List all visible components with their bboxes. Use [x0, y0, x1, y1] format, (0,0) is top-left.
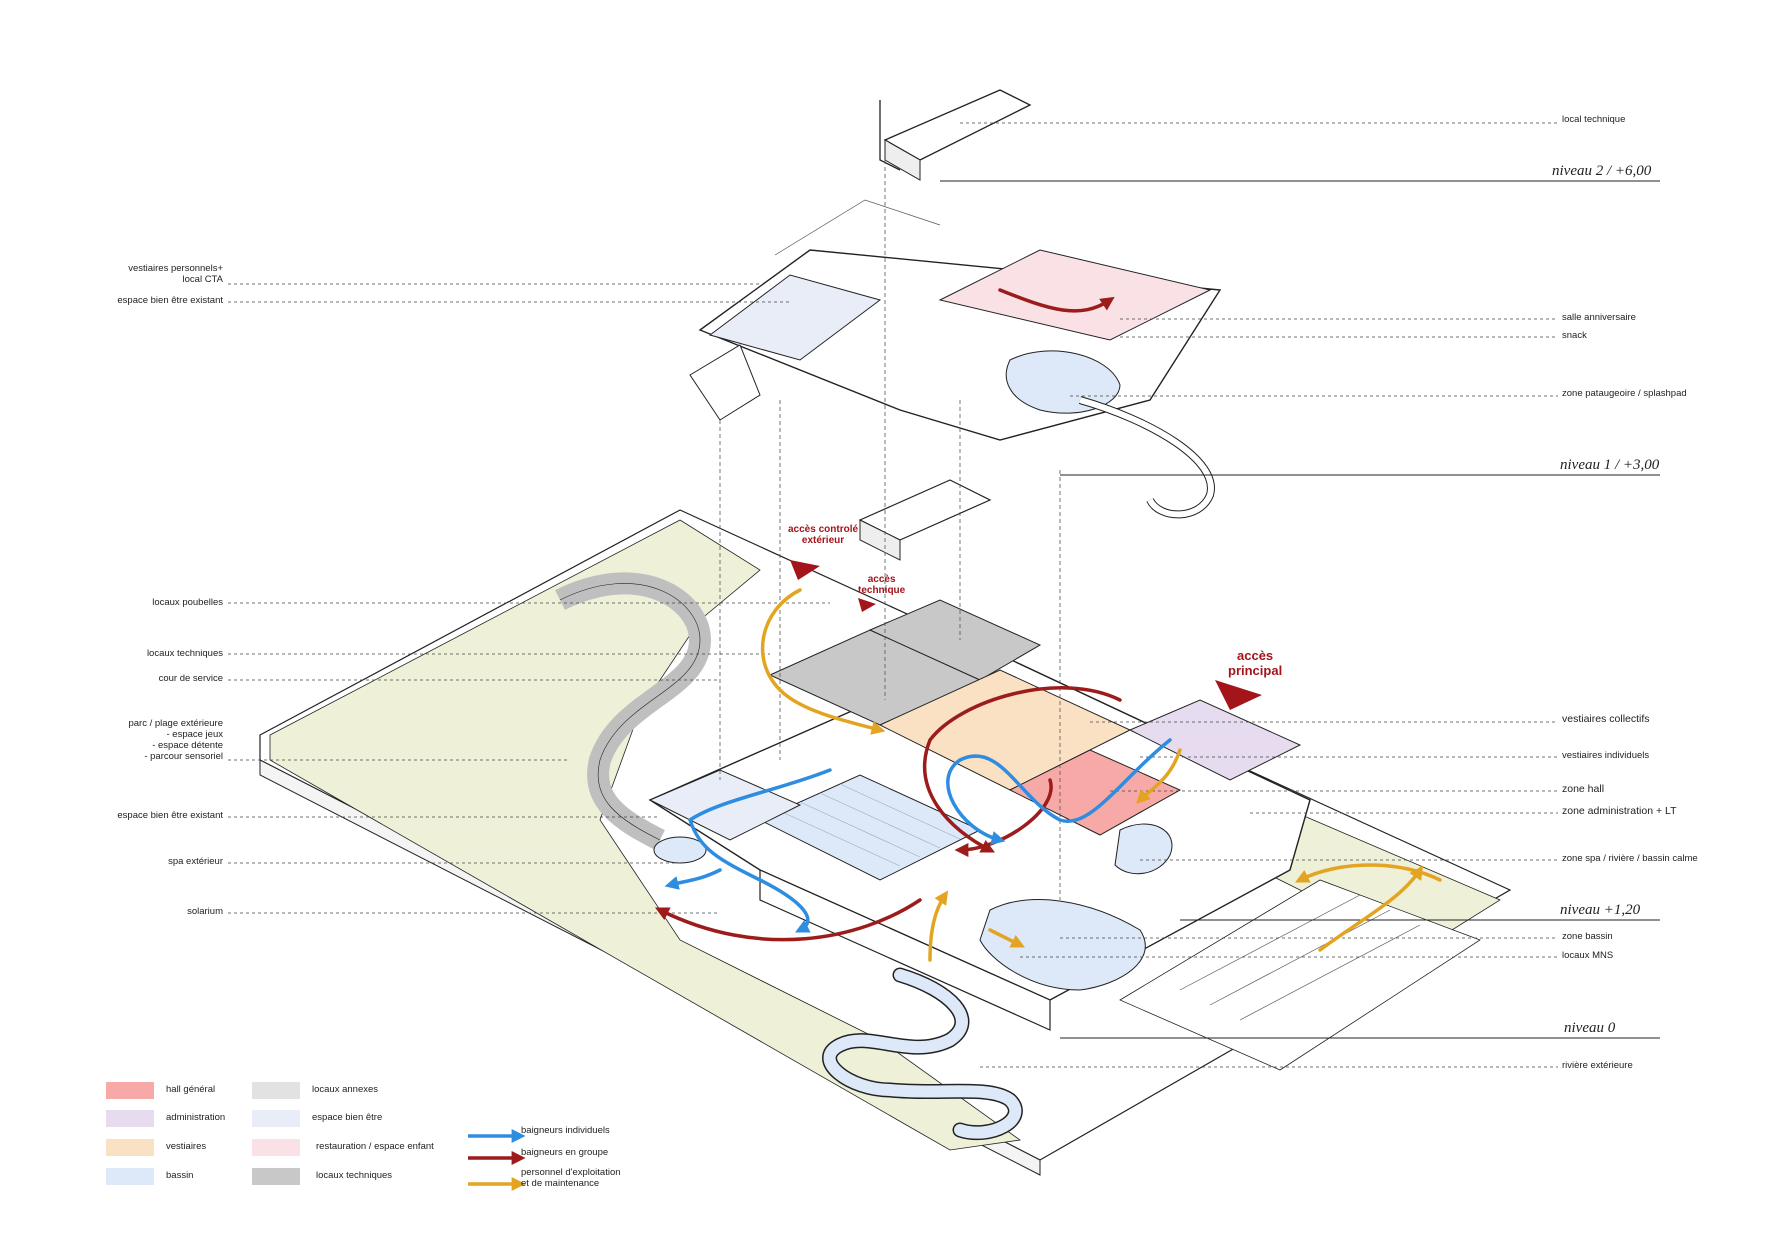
flow-individual-1	[946, 738, 1172, 845]
label-snack: snack	[1562, 330, 1587, 341]
flow-group-3	[998, 288, 1115, 313]
label-zone-hall: zone hall	[1562, 783, 1605, 795]
flow-staff-1	[760, 588, 886, 735]
legend-text-vestiaires: vestiaires	[166, 1141, 207, 1152]
flow-individual-2	[687, 768, 832, 933]
label-vestiaires-individuels: vestiaires individuels	[1562, 750, 1650, 761]
level-lines	[940, 180, 1660, 1039]
spa-pool	[1114, 823, 1173, 875]
access-triangle-technical	[858, 598, 876, 612]
legend-swatch-vestiaires	[106, 1139, 154, 1156]
annex-block-side	[859, 519, 901, 561]
label-salle-anniversaire: salle anniversaire	[1562, 312, 1636, 323]
label-zone-spa: zone spa / rivière / bassin calme	[1562, 853, 1698, 864]
flow-staff-6	[1136, 748, 1182, 804]
park-area	[269, 519, 1022, 1151]
label-zone-pataugeoire: zone pataugeoire / splashpad	[1562, 388, 1687, 399]
administration-area	[1128, 699, 1302, 781]
flow-staff-5	[988, 928, 1026, 948]
access-label-controlled: accès controlé extérieur	[788, 524, 859, 546]
legend-text-administration: administration	[166, 1112, 226, 1123]
label-espace-bien-etre-n1: espace bien être existant	[117, 295, 223, 306]
legend-swatch-locaux-techniques	[252, 1168, 300, 1185]
flows-staff	[760, 588, 1442, 962]
legend-flow-arrows	[468, 1129, 526, 1191]
legend-text-baigneurs-individuels: baigneurs individuels	[521, 1125, 610, 1136]
level-label-niveau-1: niveau 1 / +3,00	[1560, 457, 1660, 473]
flow-group-1	[923, 686, 1122, 853]
label-local-technique: local technique	[1562, 114, 1626, 125]
outdoor-spa	[653, 836, 707, 864]
legend-text-espace-bien-etre: espace bien être	[312, 1112, 383, 1123]
legend-swatch-restauration	[252, 1139, 300, 1156]
label-vestiaires-personnels: vestiaires personnels+ local CTA	[128, 263, 223, 285]
access-markers	[790, 560, 1262, 710]
label-zone-administration: zone administration + LT	[1562, 805, 1677, 817]
legend-swatch-bassin	[106, 1168, 154, 1185]
legend-swatch-administration	[106, 1110, 154, 1127]
level2-block-side	[884, 139, 921, 181]
building-level-0	[648, 479, 1311, 1031]
level1-restaurant	[938, 249, 1212, 341]
flow-group-2	[654, 898, 922, 942]
level2-wall	[879, 100, 901, 171]
flow-staff-4	[928, 890, 949, 962]
flow-staff-3	[1318, 865, 1424, 952]
level1-terrace	[689, 344, 761, 421]
legend-text-restauration: restauration / espace enfant	[316, 1141, 434, 1152]
access-triangle-main	[1215, 680, 1262, 710]
leisure-pool	[979, 899, 1146, 991]
legend-swatch-espace-bien-etre	[252, 1110, 300, 1127]
legend-text-baigneurs-groupe: baigneurs en groupe	[521, 1147, 609, 1158]
level-label-niveau-2: niveau 2 / +6,00	[1552, 163, 1652, 179]
level-label-niveau-0: niveau 0	[1564, 1020, 1616, 1036]
legend-swatch-hall	[106, 1082, 154, 1099]
splashpad	[1005, 350, 1121, 414]
access-label-technical: accès technique	[858, 574, 906, 596]
flows-individual	[664, 738, 1172, 933]
legend-text-hall: hall général	[166, 1084, 216, 1095]
legend-text-locaux-annexes: locaux annexes	[312, 1084, 379, 1095]
label-locaux-poubelles: locaux poubelles	[152, 597, 223, 608]
flow-staff-2	[1294, 863, 1442, 883]
label-solarium: solarium	[187, 906, 223, 917]
flow-individual-3	[664, 868, 722, 890]
leader-lines	[228, 122, 1558, 1068]
building-level-1	[689, 199, 1222, 519]
technical-block-2	[868, 599, 1042, 681]
projection-lines	[719, 160, 1061, 900]
label-parc-plage: parc / plage extérieure - espace jeux - …	[128, 718, 223, 762]
park-path-edge	[559, 583, 701, 841]
flow-group-4	[954, 778, 1053, 857]
level2-block	[883, 89, 1032, 161]
label-espace-bien-etre-n0: espace bien être existant	[117, 810, 223, 821]
label-zone-bassin: zone bassin	[1562, 931, 1613, 942]
label-vestiaires-collectifs: vestiaires collectifs	[1562, 713, 1650, 725]
level-label-niveau-120: niveau +1,20	[1560, 902, 1641, 918]
label-locaux-techniques: locaux techniques	[146, 648, 223, 659]
building-level-2	[879, 89, 1032, 181]
flows-group	[654, 288, 1122, 942]
level1-roof-outline	[774, 199, 941, 256]
level1-wellness	[708, 274, 882, 361]
access-triangle-controlled	[790, 560, 820, 580]
label-riviere-exterieure: rivière extérieure	[1562, 1060, 1633, 1071]
legend-text-locaux-techniques: locaux techniques	[316, 1170, 393, 1181]
label-spa-exterieur: spa extérieur	[168, 856, 223, 867]
legend-text-bassin: bassin	[166, 1170, 194, 1181]
legend-swatch-locaux-annexes	[252, 1082, 300, 1099]
access-label-main: accès principal	[1228, 648, 1283, 678]
label-locaux-mns: locaux MNS	[1562, 950, 1614, 961]
label-cour-de-service: cour de service	[158, 673, 223, 684]
legend-text-personnel: personnel d'exploitation et de maintenan…	[521, 1167, 621, 1189]
building-wall	[759, 869, 1051, 1031]
